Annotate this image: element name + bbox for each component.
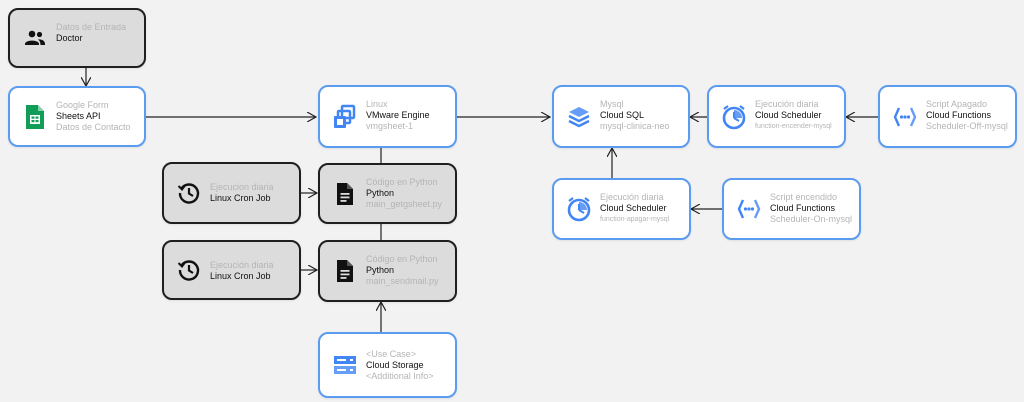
node-label-main: Cloud SQL (600, 110, 645, 120)
document-icon (332, 258, 358, 284)
node-python-getgsheet[interactable]: Código en Python Python main_getgsheet.p… (318, 163, 457, 224)
node-label-top: Linux (366, 99, 388, 109)
node-label-top: <Use Case> (366, 349, 417, 359)
node-label-sub: main_getgsheet.py (366, 199, 443, 209)
node-google-form[interactable]: Google Form Sheets API Datos de Contacto (8, 86, 146, 147)
node-label-sub: <Additional Info> (366, 371, 434, 381)
node-label-main: Cloud Scheduler (600, 203, 667, 213)
node-label-main: Cloud Functions (926, 110, 992, 120)
node-label-top: Ejecución diaria (755, 99, 819, 109)
node-label-main: Sheets API (56, 111, 101, 121)
node-label-top: Ejecución diaria (210, 260, 274, 270)
cloud-scheduler-icon (566, 196, 592, 222)
node-python-sendmail[interactable]: Código en Python Python main_sendmail.py (318, 240, 457, 302)
people-icon (22, 25, 48, 51)
node-label-top: Script encendido (770, 192, 838, 202)
node-label-top: Mysql (600, 99, 624, 109)
google-sheets-icon (22, 104, 48, 130)
node-label-top: Código en Python (366, 254, 438, 264)
node-label-top: Ejecucion diaria (210, 182, 274, 192)
node-cloud-sql[interactable]: Mysql Cloud SQL mysql-clinica-neo (552, 85, 690, 148)
node-linux-vmware[interactable]: Linux VMware Engine vmgsheet-1 (318, 85, 457, 148)
node-linux-cron-2[interactable]: Ejecución diaria Linux Cron Job (162, 240, 301, 300)
node-functions-apagado[interactable]: Script Apagado Cloud Functions Scheduler… (878, 85, 1017, 148)
node-label-main: Linux Cron Job (210, 271, 271, 281)
node-functions-encendido[interactable]: Script encendido Cloud Functions Schedul… (722, 178, 861, 240)
node-label-top: Script Apagado (926, 99, 988, 109)
node-label-top: Código en Python (366, 177, 438, 187)
node-label-main: Python (366, 265, 395, 275)
node-label-sub: Datos de Contacto (56, 122, 131, 132)
node-label-sub: main_sendmail.py (366, 276, 439, 286)
cloud-storage-icon (332, 352, 358, 378)
node-label-main: Cloud Storage (366, 360, 424, 370)
cloud-functions-icon (736, 196, 762, 222)
document-icon (332, 181, 358, 207)
node-label-sub: vmgsheet-1 (366, 121, 414, 131)
node-label-sub: function-apagar-mysql (600, 216, 670, 223)
node-label-top: Ejecución diaria (600, 192, 664, 202)
node-label-sub: function-encender-mysql (755, 123, 832, 130)
node-label-main: Linux Cron Job (210, 193, 271, 203)
node-label-main: Cloud Functions (770, 203, 836, 213)
node-label-main: Doctor (56, 33, 83, 43)
node-cloud-storage[interactable]: <Use Case> Cloud Storage <Additional Inf… (318, 332, 457, 398)
node-label-main: Python (366, 188, 395, 198)
node-linux-cron-1[interactable]: Ejecucion diaria Linux Cron Job (162, 162, 301, 224)
node-label-sub: Scheduler-Off-mysql (926, 121, 1008, 131)
node-label-top: Datos de Entrada (56, 22, 127, 32)
node-label-top: Google Form (56, 100, 109, 110)
node-scheduler-apagar[interactable]: Ejecución diaria Cloud Scheduler functio… (552, 178, 691, 240)
cloud-functions-icon (892, 104, 918, 130)
cloud-scheduler-icon (721, 104, 747, 130)
node-label-sub: mysql-clinica-neo (600, 121, 670, 131)
vmware-engine-icon (332, 104, 358, 130)
node-label-main: VMware Engine (366, 110, 430, 120)
node-label-sub: Scheduler-On-mysql (770, 214, 853, 224)
node-label-main: Cloud Scheduler (755, 110, 822, 120)
cloud-sql-icon (566, 104, 592, 130)
node-doctor[interactable]: Datos de Entrada Doctor (8, 8, 146, 68)
node-scheduler-encender[interactable]: Ejecución diaria Cloud Scheduler functio… (707, 85, 846, 148)
clock-history-icon (176, 180, 202, 206)
clock-history-icon (176, 257, 202, 283)
